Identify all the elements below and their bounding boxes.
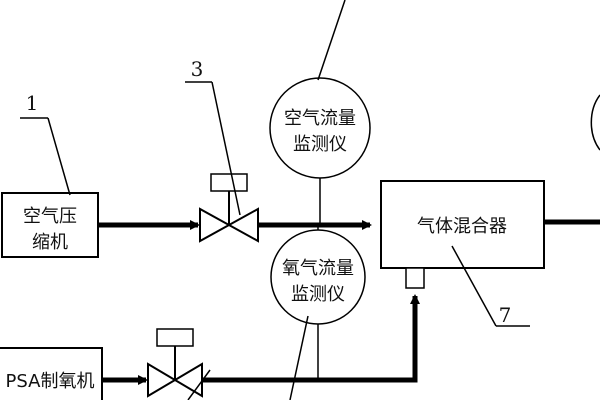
air-compressor-label-line2: 缩机 [32, 232, 68, 253]
air-flow-monitor-line2: 监测仪 [293, 134, 347, 155]
lower-valve-leader [187, 369, 211, 400]
callout-1-number: 1 [26, 91, 39, 115]
callout-1: 1 [20, 91, 71, 196]
gas-mixer-box: 气体混合器 [380, 180, 545, 289]
callout-7: 7 [451, 245, 530, 327]
oxygen-valve [147, 328, 203, 398]
oxygen-monitor-leader [289, 315, 309, 400]
psa-generator-box: PSA制氧机 [0, 347, 103, 400]
oxygen-flow-monitor-line1: 氧气流量 [282, 258, 354, 279]
oxygen-pipe-2 [202, 294, 420, 383]
callout-7-number: 7 [499, 303, 512, 327]
psa-generator-label: PSA制氧机 [6, 371, 95, 392]
oxygen-flow-monitor-line2: 监测仪 [291, 284, 345, 305]
oxygen-flow-monitor: 氧气流量 监测仪 [270, 225, 366, 380]
air-compressor-label-line1: 空气压 [23, 206, 77, 227]
air-flow-monitor-line1: 空气流量 [284, 108, 356, 129]
callout-3: 3 [185, 57, 241, 216]
air-compressor-box: 空气压 缩机 [1, 192, 99, 258]
callout-3-number: 3 [191, 57, 204, 81]
right-edge-partial-circle [590, 94, 600, 151]
air-flow-monitor: 空气流量 监测仪 [269, 77, 371, 225]
gas-mixer-label: 气体混合器 [417, 216, 507, 237]
air-monitor-leader [317, 0, 346, 81]
air-valve [199, 173, 259, 243]
mixer-inlet-port [405, 267, 425, 289]
